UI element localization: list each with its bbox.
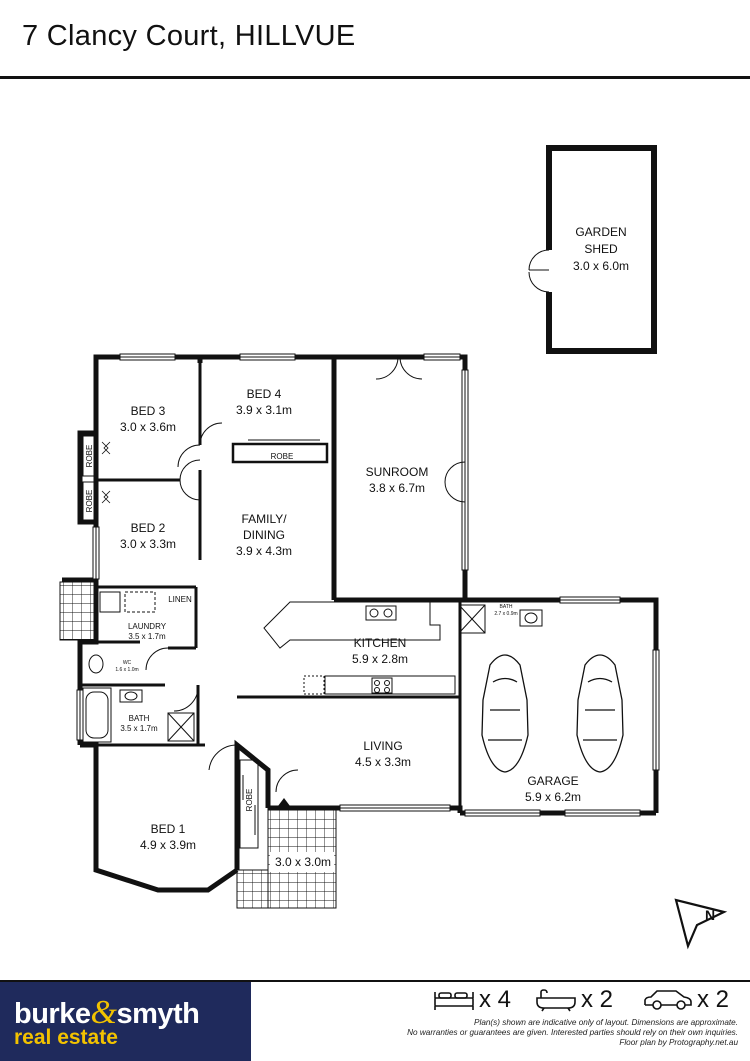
bed2-name: BED 2 [131,521,166,535]
robes [82,435,320,849]
wc-size: 1.6 x 1.0m [115,667,138,673]
windows [76,353,660,817]
beds-stat: x 4 [432,985,511,1015]
garden-shed-name: GARDEN [575,225,626,239]
kitchen-size: 5.9 x 2.8m [352,652,408,666]
laundry-name: LAUNDRY [128,622,167,631]
bed1-size: 4.9 x 3.9m [140,838,196,852]
bath-main-name: BATH [129,714,150,723]
garden-shed [528,145,657,354]
interior-walls [80,357,462,813]
porch-size: 3.0 x 3.0m [275,855,331,869]
agency-logo: burke&smyth real estate [0,982,251,1061]
bed3-size: 3.0 x 3.6m [120,420,176,434]
compass-north-icon: N [674,898,728,950]
fixtures [59,581,543,743]
svg-text:N: N [705,907,715,923]
porch [236,798,337,909]
logo-subtitle: real estate [14,1026,118,1049]
bath-main-size: 3.5 x 1.7m [120,724,158,733]
family-name-2: DINING [243,528,285,542]
baths-count: x 2 [581,986,614,1013]
disclaimer: Plan(s) shown are indicative only of lay… [218,1018,738,1048]
robe-bed3-label: ROBE [85,445,94,468]
room-labels: GARDEN SHED 3.0 x 6.0m BED 3 3.0 x 3.6m … [85,225,629,869]
garden-shed-name-2: SHED [584,242,618,256]
family-name: FAMILY/ [241,512,287,526]
robe-bed1-label: ROBE [245,789,254,812]
garage-name: GARAGE [527,774,578,788]
logo-wordmark: burke&smyth [14,994,200,1031]
cars-count: x 2 [697,986,730,1013]
bed3-name: BED 3 [131,404,166,418]
garage-size: 5.9 x 6.2m [525,790,581,804]
sunroom-name: SUNROOM [366,465,429,479]
bed1-name: BED 1 [151,822,186,836]
linen-label: LINEN [168,595,192,604]
footer-divider [0,980,750,982]
garden-shed-size: 3.0 x 6.0m [573,259,629,273]
disclaimer-line: Plan(s) shown are indicative only of lay… [474,1018,738,1027]
car-icon [644,990,692,1010]
bed4-size: 3.9 x 3.1m [236,403,292,417]
header-divider [0,76,750,79]
page-title: 7 Clancy Court, HILLVUE [22,20,356,52]
wc-name: WC [123,660,132,666]
bath-ensuite-name: BATH [500,604,513,610]
header: 7 Clancy Court, HILLVUE [0,0,750,78]
bath-ensuite-size: 2.7 x 0.9m [494,611,517,617]
living-size: 4.5 x 3.3m [355,755,411,769]
doors [101,356,466,793]
robe-bed2-label: ROBE [85,490,94,513]
living-name: LIVING [363,739,402,753]
bed-icon [434,992,474,1010]
bath-icon [536,989,576,1012]
property-stats: x 4 x 2 x 2 [432,985,742,1015]
baths-stat: x 2 [534,985,613,1015]
bed4-name: BED 4 [247,387,282,401]
sunroom-size: 3.8 x 6.7m [369,481,425,495]
laundry-size: 3.5 x 1.7m [128,632,166,641]
cars-stat: x 2 [642,985,729,1015]
robe-bed4-label: ROBE [271,452,294,461]
garage-cars [481,654,624,773]
kitchen-name: KITCHEN [354,636,407,650]
family-size: 3.9 x 4.3m [236,544,292,558]
disclaimer-line: Floor plan by Protography.net.au [619,1038,738,1047]
disclaimer-line: No warranties or guarantees are given. I… [407,1028,738,1037]
bed2-size: 3.0 x 3.3m [120,537,176,551]
floor-plan: N GARDEN SHED 3.0 x 6.0m BED 3 3.0 x 3.6… [59,145,728,950]
beds-count: x 4 [479,986,512,1013]
